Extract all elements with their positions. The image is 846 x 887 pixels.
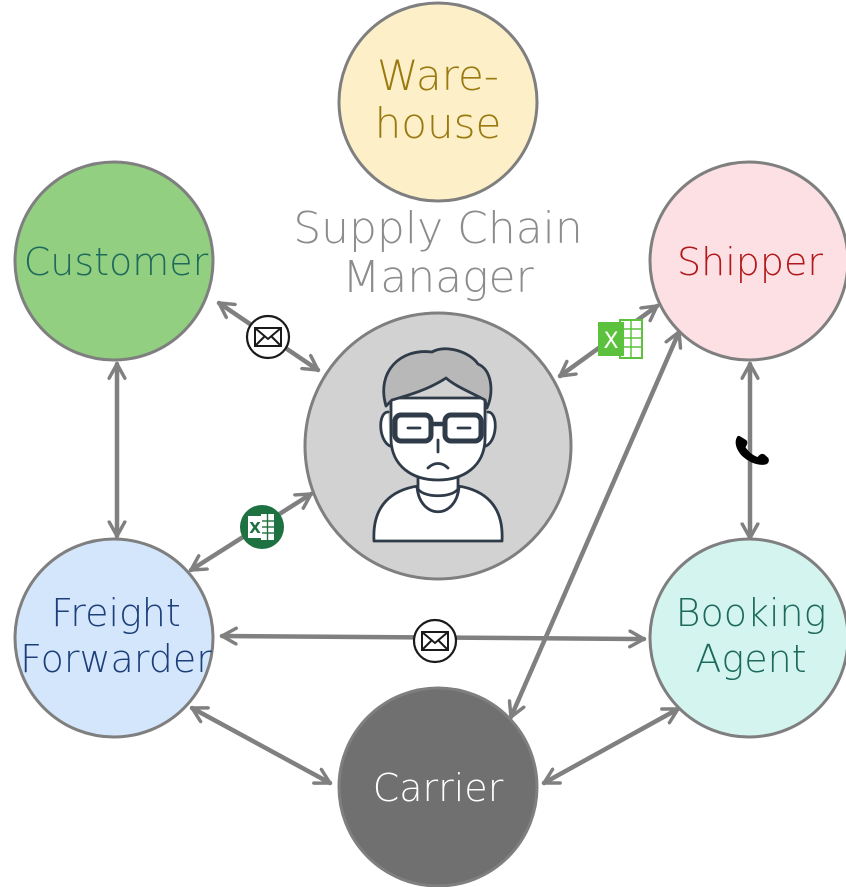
node-supply-chain-manager xyxy=(303,311,573,581)
carrier-circle xyxy=(337,686,539,887)
booking-agent-label-line1: Booking xyxy=(676,591,827,635)
shipper-label: Shipper xyxy=(677,240,823,284)
excel-icon: X xyxy=(598,319,643,359)
envelope-icon xyxy=(412,618,458,664)
node-booking-agent: Booking Agent xyxy=(648,537,846,739)
warehouse-label-line1: Ware- xyxy=(377,51,499,100)
booking-agent-circle xyxy=(648,537,846,739)
node-warehouse: Ware- house xyxy=(337,1,539,203)
node-carrier: Carrier xyxy=(337,686,539,887)
envelope-icon xyxy=(245,314,291,360)
arrow-shipper-carrier xyxy=(511,329,679,720)
freight-forwarder-circle xyxy=(13,537,215,739)
arrow-booking-carrier xyxy=(541,706,681,786)
excel-icon: X xyxy=(240,505,284,549)
customer-circle xyxy=(13,160,215,362)
person-with-glasses-icon xyxy=(372,347,504,543)
warehouse-label-line2: house xyxy=(375,99,502,148)
manager-title-line1: Supply Chain xyxy=(293,203,583,254)
node-customer: Customer xyxy=(13,160,215,362)
customer-label: Customer xyxy=(24,240,209,284)
carrier-label: Carrier xyxy=(373,766,504,810)
freight-forwarder-label-line2: Forwarder xyxy=(20,637,212,681)
phone-icon xyxy=(735,435,769,465)
node-shipper: Shipper xyxy=(648,160,846,362)
shipper-circle xyxy=(648,160,846,362)
excel-glyph: X xyxy=(249,519,261,537)
freight-forwarder-label-line1: Freight xyxy=(51,591,181,635)
warehouse-circle xyxy=(337,1,539,203)
booking-agent-label-line2: Agent xyxy=(695,637,806,681)
excel-glyph: X xyxy=(603,329,618,354)
manager-title-line2: Manager xyxy=(342,252,534,303)
arrow-freight-carrier xyxy=(189,705,333,786)
node-freight-forwarder: Freight Forwarder xyxy=(13,537,215,739)
